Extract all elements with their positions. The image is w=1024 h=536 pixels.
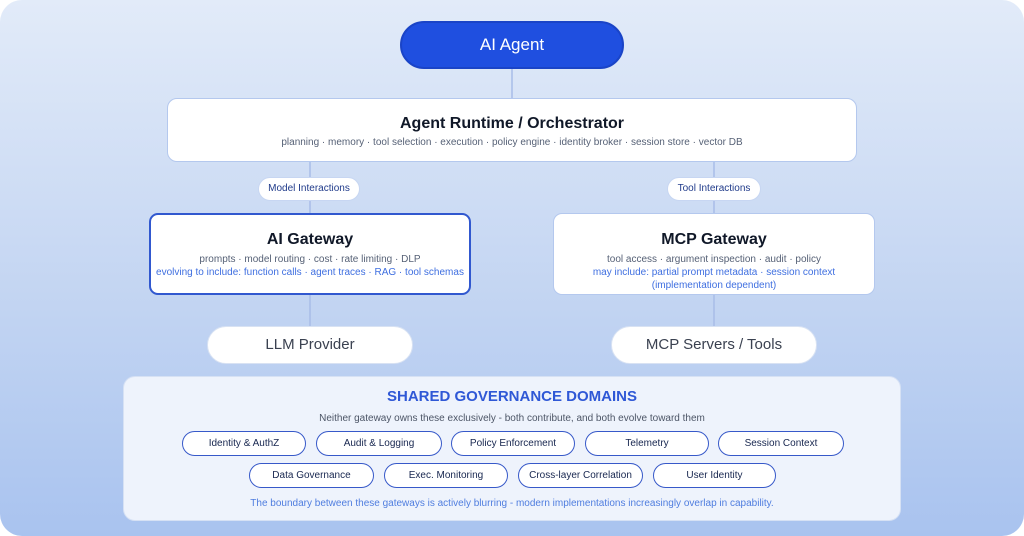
ai-gateway-evolution: evolving to include: function calls · ag…	[156, 267, 464, 278]
tool-interactions-label: Tool Interactions	[667, 177, 761, 201]
mcp-gateway-note: (implementation dependent)	[651, 280, 777, 291]
domain-chip-audit-logging: Audit & Logging	[316, 431, 442, 456]
mcp-gateway-title: MCP Gateway	[661, 231, 767, 248]
mcp-servers-node: MCP Servers / Tools	[611, 326, 817, 364]
domain-chip-user-identity: User Identity	[653, 463, 776, 488]
runtime-subtitle: planning · memory · tool selection · exe…	[281, 137, 743, 148]
runtime-title: Agent Runtime / Orchestrator	[399, 115, 625, 132]
mcp-gateway-extras: may include: partial prompt metadata · s…	[592, 267, 836, 278]
mcp-servers-label: MCP Servers / Tools	[645, 336, 783, 353]
domain-chip-session-context: Session Context	[718, 431, 844, 456]
ai-gateway-features: prompts · model routing · cost · rate li…	[199, 254, 421, 265]
domain-chip-cross-layer-correlation: Cross-layer Correlation	[518, 463, 643, 488]
mcp-gateway-node: MCP Gateway tool access · argument inspe…	[553, 213, 875, 295]
runtime-node: Agent Runtime / Orchestrator planning · …	[167, 98, 857, 162]
domain-chip-policy-enforcement: Policy Enforcement	[451, 431, 575, 456]
ai-gateway-node: AI Gateway prompts · model routing · cos…	[149, 213, 471, 295]
domain-chip-exec-monitoring: Exec. Monitoring	[384, 463, 508, 488]
domain-chip-telemetry: Telemetry	[585, 431, 709, 456]
governance-subtitle: Neither gateway owns these exclusively -…	[319, 413, 705, 424]
ai-agent-node: AI Agent	[400, 21, 624, 69]
domain-chip-data-governance: Data Governance	[249, 463, 374, 488]
governance-panel: SHARED GOVERNANCE DOMAINS Neither gatewa…	[123, 376, 901, 521]
mcp-gateway-features: tool access · argument inspection · audi…	[607, 254, 821, 265]
ai-gateway-title: AI Gateway	[266, 231, 354, 248]
llm-provider-node: LLM Provider	[207, 326, 413, 364]
governance-footnote: The boundary between these gateways is a…	[250, 498, 774, 509]
llm-provider-label: LLM Provider	[265, 336, 355, 353]
domain-chip-identity-authz: Identity & AuthZ	[182, 431, 306, 456]
ai-agent-label: AI Agent	[479, 35, 545, 54]
model-interactions-label: Model Interactions	[258, 177, 360, 201]
governance-title: SHARED GOVERNANCE DOMAINS	[386, 388, 638, 405]
